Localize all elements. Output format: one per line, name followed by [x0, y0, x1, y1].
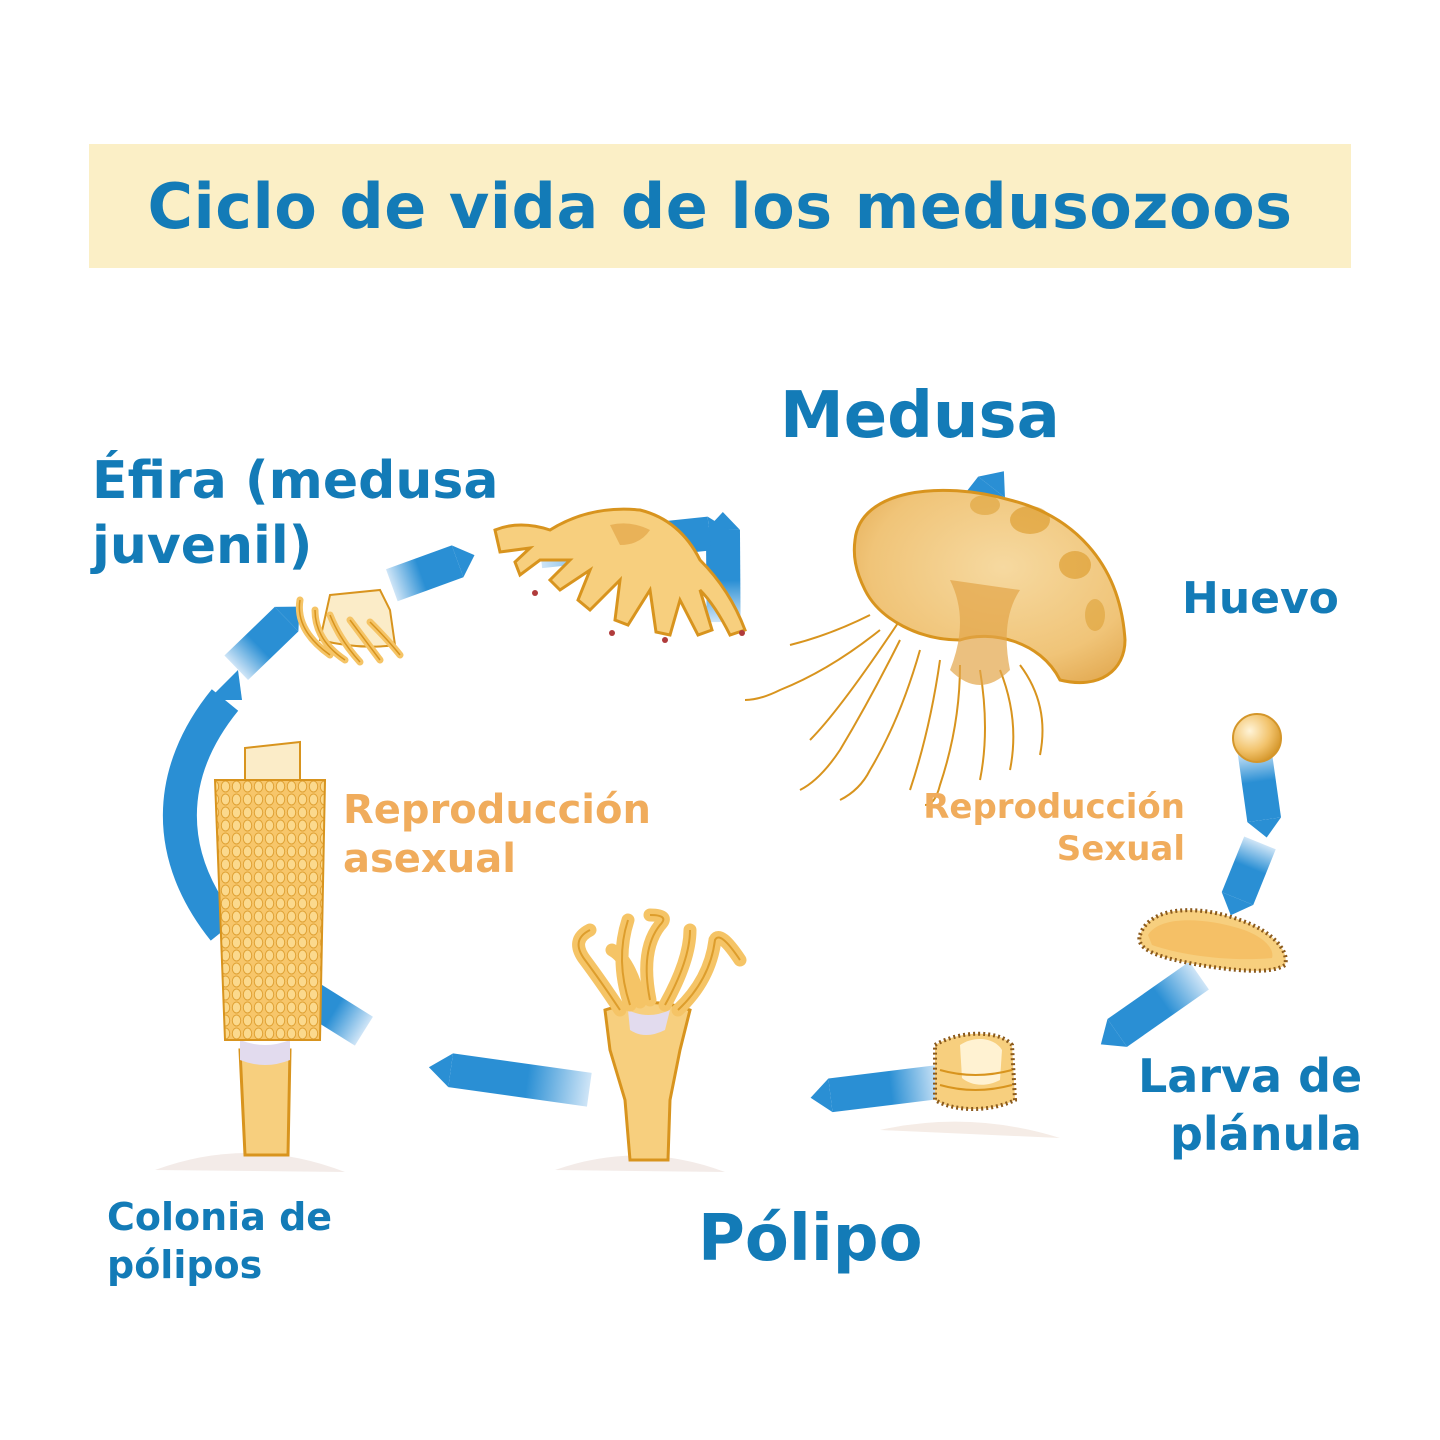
arrow-planula-to-polipo [810, 1065, 942, 1113]
arrow-polipo-to-colonia [428, 1053, 592, 1107]
arrow-efira-up [385, 545, 475, 602]
label-efira-line1: Éfira (medusa [92, 450, 498, 511]
arrow-left-side-head [208, 670, 242, 700]
arrow-down-to-larva [1221, 836, 1276, 916]
egg-illustration [1232, 713, 1282, 763]
label-medusa: Medusa [780, 379, 1060, 453]
arrow-larva-to-planula [1100, 961, 1209, 1047]
polyp-colony-illustration [155, 740, 345, 1172]
label-colonia-line1: Colonia de [107, 1195, 332, 1239]
arrow-to-efira [224, 606, 300, 681]
label-asexual-line1: Reproducción [343, 787, 651, 833]
label-colonia-line2: pólipos [107, 1243, 262, 1287]
label-asexual-line2: asexual [343, 836, 516, 882]
polyp-illustration [555, 908, 747, 1172]
young-ephyra-illustration [295, 588, 404, 666]
label-huevo: Huevo [1182, 573, 1339, 624]
label-efira-line2: juvenil) [90, 516, 312, 576]
title-banner: Ciclo de vida de los medusozoos [89, 144, 1351, 268]
arrow-left-side [162, 689, 239, 941]
ephyra-illustration [493, 507, 747, 643]
label-polipo: Pólipo [698, 1202, 923, 1276]
medusa-illustration [744, 488, 1127, 806]
label-larva-line1: Larva de [1138, 1049, 1362, 1103]
page-title: Ciclo de vida de los medusozoos [147, 169, 1293, 243]
label-larva-line2: plánula [1170, 1107, 1362, 1161]
arrow-huevo-down [1237, 748, 1282, 838]
label-sexual-line1: Reproducción [923, 787, 1185, 827]
planula-larva-illustration [1137, 908, 1288, 973]
label-sexual-line2: Sexual [1057, 829, 1185, 869]
settled-planula-illustration [880, 1031, 1060, 1138]
